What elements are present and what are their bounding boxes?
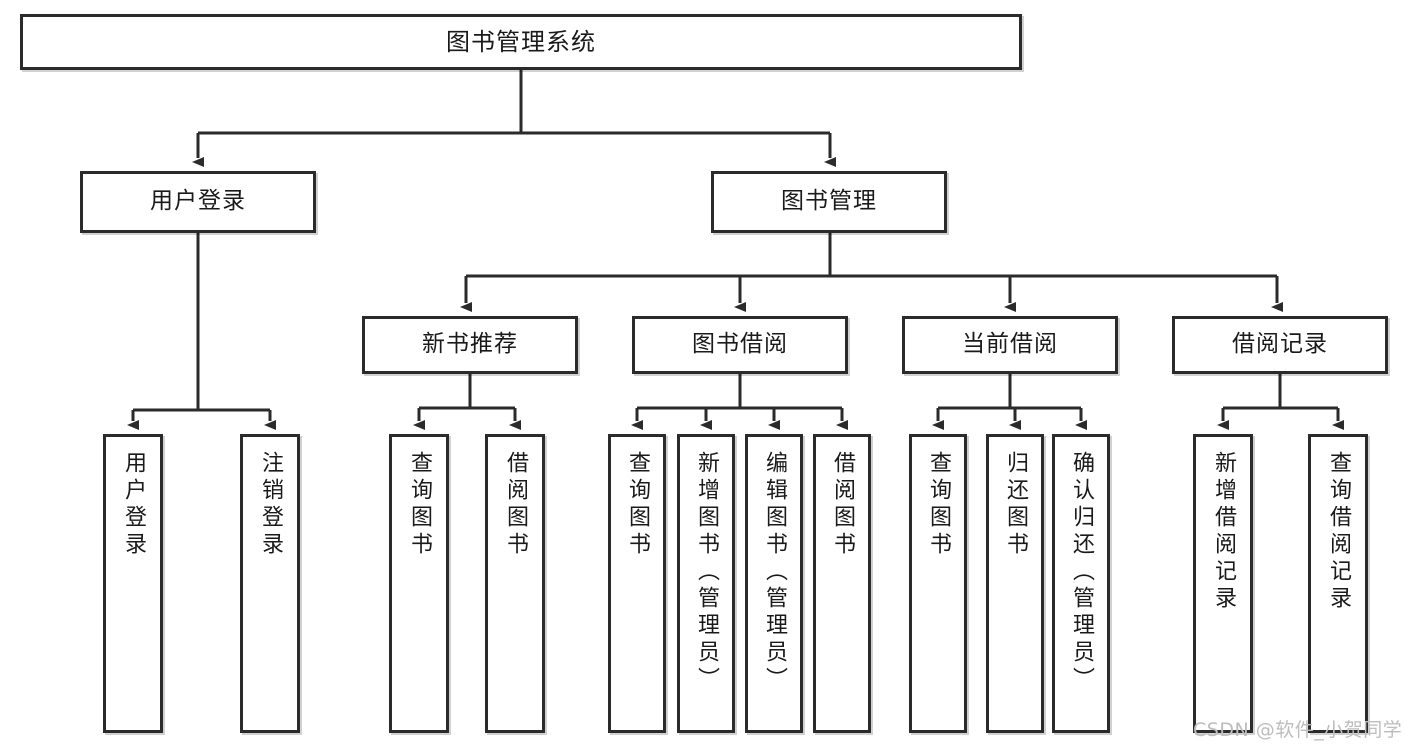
node-leaf-add-book-label: 新增图书（管理员） — [694, 451, 719, 694]
node-book-manage-label: 图书管理 — [781, 188, 877, 215]
node-leaf-add-record-label: 新增借阅记录 — [1211, 451, 1236, 613]
node-leaf-user-logout-label: 注销登录 — [258, 451, 283, 559]
connectors-current-borrow — [932, 374, 1087, 430]
node-leaf-add-book[interactable]: 新增图书（管理员） — [677, 434, 735, 733]
watermark: CSDN @软件_小贺同学 — [1193, 719, 1403, 741]
node-current-borrow[interactable]: 当前借阅 — [902, 316, 1118, 374]
node-leaf-borrow-book-bor-label: 借阅图书 — [830, 451, 855, 559]
node-leaf-query-record[interactable]: 查询借阅记录 — [1308, 434, 1368, 733]
node-leaf-query-book-bor-label: 查询图书 — [625, 451, 650, 559]
node-leaf-borrow-book-rec-label: 借阅图书 — [503, 451, 528, 559]
node-new-book-recommend-label: 新书推荐 — [422, 331, 518, 358]
node-leaf-return-book-label: 归还图书 — [1003, 451, 1028, 559]
node-leaf-edit-book[interactable]: 编辑图书（管理员） — [745, 434, 803, 733]
node-current-borrow-label: 当前借阅 — [962, 331, 1058, 358]
connectors-new-book-recommend — [413, 374, 521, 430]
connectors-book-borrow — [631, 374, 848, 430]
node-root[interactable]: 图书管理系统 — [20, 14, 1022, 70]
node-book-borrow[interactable]: 图书借阅 — [632, 316, 848, 374]
node-book-borrow-label: 图书借阅 — [692, 331, 788, 358]
node-leaf-edit-book-label: 编辑图书（管理员） — [762, 451, 787, 694]
node-leaf-return-book[interactable]: 归还图书 — [986, 434, 1044, 733]
node-leaf-borrow-book-rec[interactable]: 借阅图书 — [485, 434, 545, 733]
node-leaf-borrow-book-bor[interactable]: 借阅图书 — [813, 434, 871, 733]
node-leaf-query-book-rec[interactable]: 查询图书 — [389, 434, 449, 733]
node-leaf-confirm-return-label: 确认归还（管理员） — [1069, 451, 1094, 694]
connectors-borrow-record — [1217, 374, 1344, 430]
node-leaf-query-book-bor[interactable]: 查询图书 — [608, 434, 666, 733]
connectors-root — [192, 70, 836, 167]
node-leaf-user-logout[interactable]: 注销登录 — [240, 434, 300, 733]
node-root-label: 图书管理系统 — [446, 27, 596, 56]
node-leaf-confirm-return[interactable]: 确认归还（管理员） — [1052, 434, 1110, 733]
node-user-login[interactable]: 用户登录 — [80, 171, 316, 233]
node-user-login-label: 用户登录 — [150, 188, 246, 215]
node-borrow-record-label: 借阅记录 — [1232, 331, 1328, 358]
node-leaf-user-login[interactable]: 用户登录 — [103, 434, 163, 733]
node-book-manage[interactable]: 图书管理 — [711, 171, 947, 233]
node-leaf-query-book-rec-label: 查询图书 — [407, 451, 432, 559]
node-new-book-recommend[interactable]: 新书推荐 — [362, 316, 578, 374]
node-leaf-add-record[interactable]: 新增借阅记录 — [1193, 434, 1253, 733]
node-leaf-query-book-cur-label: 查询图书 — [926, 451, 951, 559]
connectors-user-login — [127, 233, 276, 430]
node-leaf-user-login-label: 用户登录 — [121, 451, 146, 559]
connectors-book-manage — [460, 233, 1283, 312]
node-borrow-record[interactable]: 借阅记录 — [1172, 316, 1388, 374]
node-leaf-query-record-label: 查询借阅记录 — [1326, 451, 1351, 613]
node-leaf-query-book-cur[interactable]: 查询图书 — [909, 434, 967, 733]
